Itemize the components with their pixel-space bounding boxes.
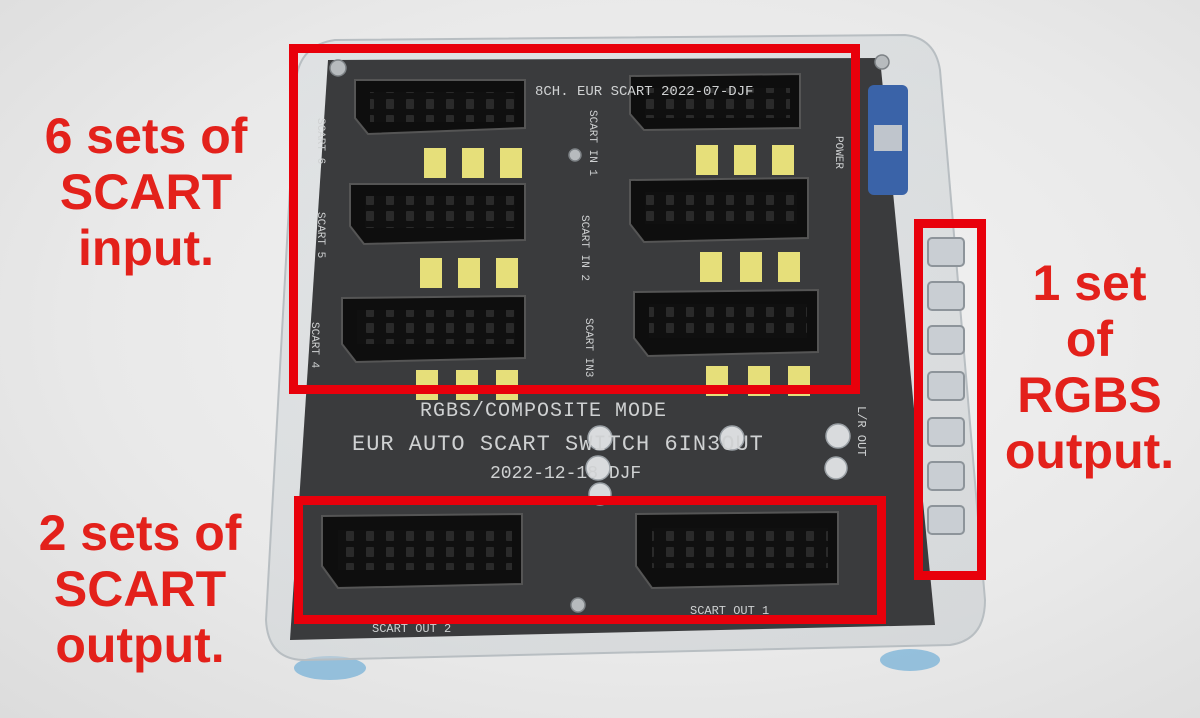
silk-scart5: SCART 5 bbox=[314, 212, 326, 258]
screws bbox=[329, 54, 890, 613]
silk-scart4: SCART 4 bbox=[308, 322, 320, 369]
silk-power: POWER bbox=[832, 136, 844, 169]
capacitors bbox=[585, 423, 851, 506]
pcb-date-text: 2022-12-18 DJF bbox=[490, 464, 641, 484]
pcb-title-text: EUR AUTO SCART SWITCH 6IN3OUT bbox=[352, 432, 764, 457]
highlight-scart-input-box bbox=[289, 44, 860, 394]
label-scart-input: 6 sets of SCART input. bbox=[44, 108, 248, 276]
scart-output-connectors bbox=[321, 510, 839, 590]
highlight-scart-output-box bbox=[294, 496, 886, 624]
silk-lr-out: L/R OUT bbox=[854, 406, 868, 456]
label-scart-output: 2 sets of SCART output. bbox=[38, 505, 242, 673]
silk-scart-in1: SCART IN 1 bbox=[586, 110, 598, 176]
silk-scart-in2: SCART IN 2 bbox=[578, 215, 590, 281]
highlight-rgbs-output-box bbox=[914, 219, 986, 580]
silk-scart-in3: SCART IN3 bbox=[582, 318, 594, 377]
scart-input-connectors bbox=[341, 72, 819, 364]
silk-scart6: SCART 6 bbox=[314, 118, 326, 164]
label-rgbs-output: 1 set of RGBS output. bbox=[1004, 255, 1175, 479]
silk-scart-out2: SCART OUT 2 bbox=[372, 622, 451, 636]
silk-scart-out1: SCART OUT 1 bbox=[690, 604, 769, 618]
rubber-feet bbox=[294, 649, 940, 680]
pcb-mode-text: RGBS/COMPOSITE MODE bbox=[420, 400, 667, 423]
pcb-header-text: 8CH. EUR SCART 2022-07-DJF bbox=[535, 84, 753, 100]
rgbs-bnc-connectors bbox=[927, 237, 965, 535]
